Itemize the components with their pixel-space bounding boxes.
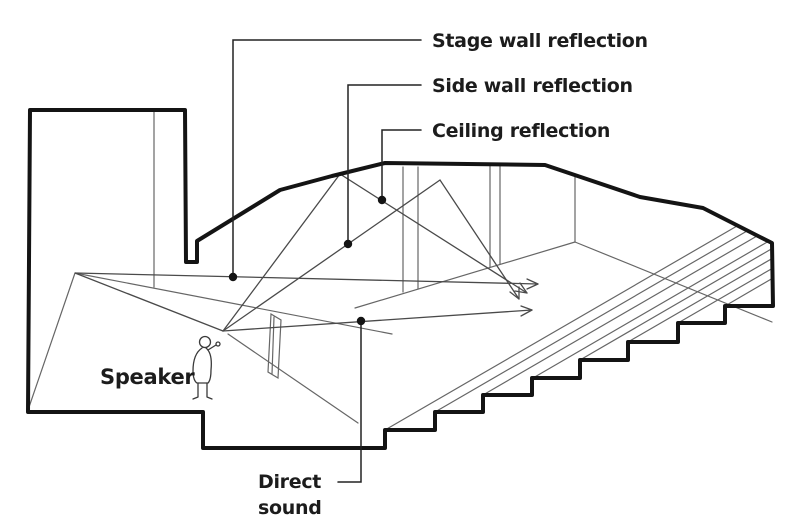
leader-stage-wall-reflection (228, 39, 422, 282)
hall-outline (26, 108, 775, 450)
arrowhead (520, 305, 533, 317)
leader-dot (356, 316, 366, 326)
leader-direct-sound (337, 316, 366, 483)
leader-ceiling-reflection (377, 129, 422, 205)
label-speaker: Speaker (100, 365, 195, 389)
stage-floor-left-edge (27, 272, 76, 411)
speaker-hand-object (215, 341, 221, 347)
ray-direct-sound (222, 305, 533, 332)
label-direct-sound-line2: sound (258, 497, 322, 519)
leader-side-wall-reflection (343, 84, 422, 249)
ray-side-wall-reflection (222, 179, 520, 332)
labels: Stage wall reflection Side wall reflecti… (100, 30, 648, 519)
speaker-arm (207, 344, 217, 351)
stage-floor-back-edge (74, 272, 393, 335)
hall-interior-lines (27, 110, 774, 431)
side-wall-base-line (354, 241, 576, 309)
speaker-head (198, 335, 212, 349)
label-leaders (228, 39, 422, 483)
leader-dot (343, 239, 353, 249)
label-ceiling-reflection: Ceiling reflection (432, 120, 610, 142)
speaker-figure (192, 335, 221, 400)
label-side-wall-reflection: Side wall reflection (432, 75, 633, 97)
label-stage-wall-reflection: Stage wall reflection (432, 30, 648, 52)
sound-rays (74, 173, 539, 332)
speaker-legs (192, 382, 213, 400)
stage-floor-right-edge (227, 333, 359, 424)
side-wall-panel-lines (354, 165, 773, 323)
seating-step-lines (384, 225, 774, 431)
arrowhead (509, 286, 520, 300)
leader-dot (377, 195, 387, 205)
leader-dot (228, 272, 238, 282)
stage-reflector-panel (267, 312, 282, 380)
back-wall-step-junction (574, 241, 773, 323)
label-direct-sound-line1: Direct (258, 471, 321, 493)
speaker-body (192, 347, 212, 384)
arrowhead (514, 282, 528, 294)
arrowhead (526, 278, 539, 290)
ray-stage-wall-reflection (74, 272, 539, 332)
